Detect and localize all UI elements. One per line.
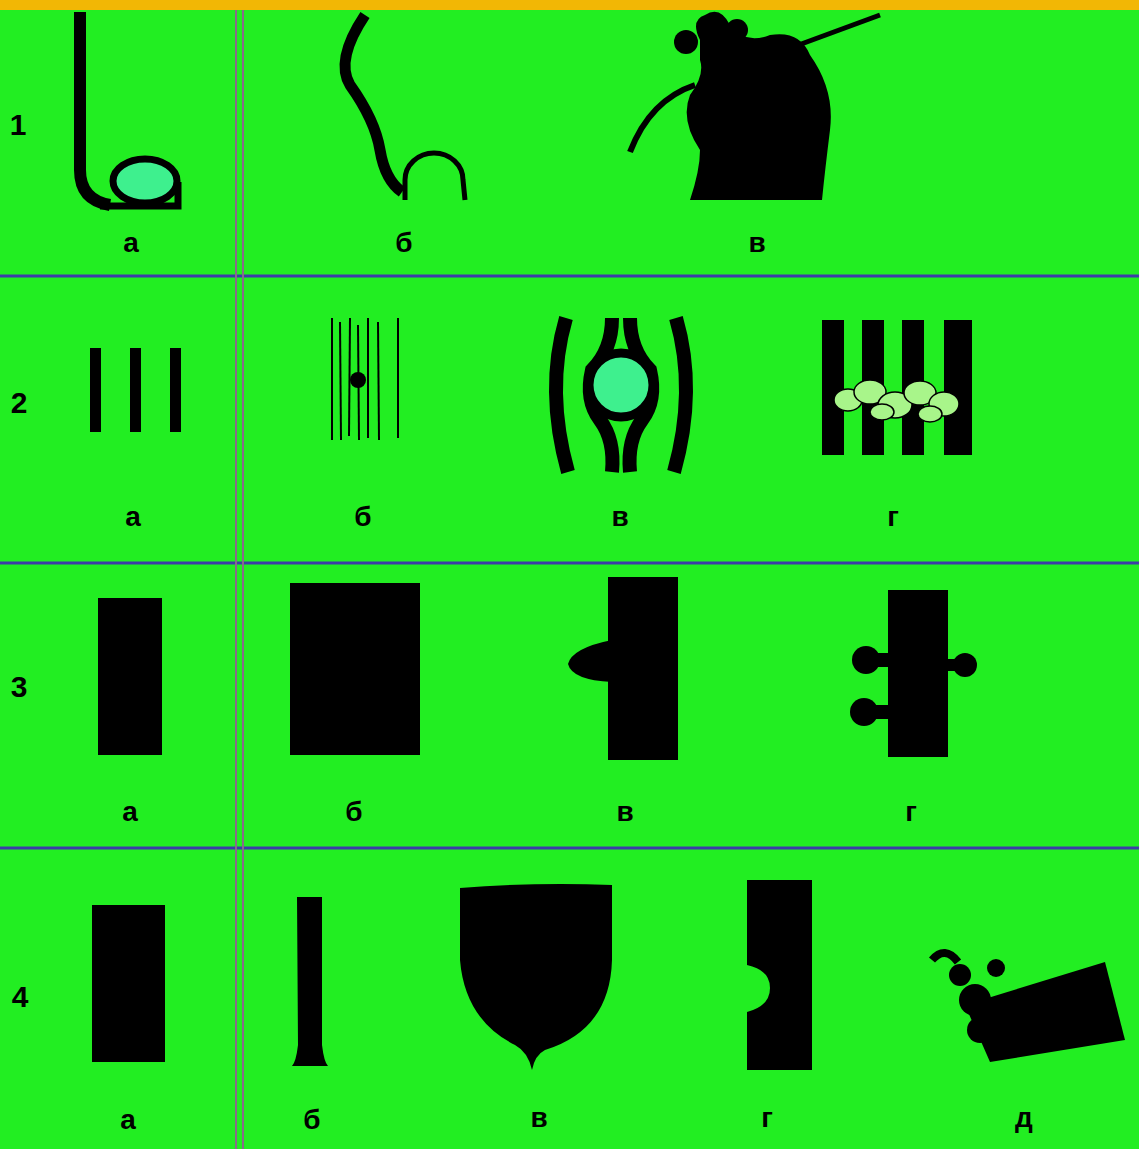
lobe — [959, 984, 991, 1016]
figure-2a — [90, 348, 181, 432]
leaf-base — [726, 19, 748, 41]
figure-letter: б — [345, 798, 362, 826]
stem-segment — [888, 590, 948, 757]
notched-stem — [747, 880, 812, 1070]
figure-letter: а — [122, 798, 138, 826]
strand — [944, 320, 972, 455]
strand — [170, 348, 181, 432]
bulb — [113, 159, 177, 203]
column-line — [242, 10, 244, 1149]
stem-segment — [608, 577, 678, 760]
figure-3 — [98, 577, 977, 760]
tendril — [932, 953, 958, 962]
outgrowth — [850, 698, 878, 726]
lobe — [949, 964, 971, 986]
row-number: 1 — [10, 110, 27, 140]
strand — [130, 348, 141, 432]
stem-segment — [290, 583, 420, 755]
row-dividers — [0, 276, 1139, 848]
stem — [345, 15, 402, 192]
top-bar — [0, 0, 1139, 10]
outgrowth — [953, 653, 977, 677]
strand — [90, 348, 101, 432]
figure-letter: в — [616, 798, 633, 826]
leaf-line — [630, 85, 695, 152]
figure-letter: б — [303, 1106, 320, 1134]
figure-2b — [332, 318, 398, 440]
figure-letter: в — [748, 229, 765, 257]
column-divider — [236, 10, 243, 1149]
strand — [822, 320, 844, 455]
growth-lobe — [870, 404, 894, 420]
figure-letter: г — [887, 503, 899, 531]
growth-lobe — [918, 406, 942, 422]
swelling — [589, 353, 653, 417]
row-number: 4 — [12, 982, 29, 1012]
row-number: 3 — [11, 672, 28, 702]
strand — [331, 318, 333, 440]
figure-1v — [630, 12, 880, 200]
thickened-stem — [460, 884, 612, 1070]
figure-letter: в — [530, 1104, 547, 1132]
column-line — [235, 10, 237, 1149]
thin-stem — [292, 897, 328, 1066]
strand — [340, 322, 341, 440]
outgrowth — [852, 646, 880, 674]
tilted-segment — [965, 962, 1125, 1062]
leaf-line — [785, 15, 880, 50]
strand — [367, 318, 369, 438]
row-divider — [0, 847, 1139, 850]
stem-segment — [98, 598, 162, 755]
hook — [405, 153, 465, 200]
lobe — [987, 959, 1005, 977]
figure-letter: б — [395, 229, 412, 257]
figure-2v — [556, 318, 686, 472]
leaf-base — [702, 44, 724, 66]
dot — [350, 372, 366, 388]
figure-2g — [822, 320, 972, 455]
outgrowth — [568, 640, 612, 682]
strand — [397, 318, 399, 438]
figure-letter: г — [905, 798, 917, 826]
figure-letter: д — [1015, 1104, 1033, 1132]
row-divider — [0, 275, 1139, 278]
strand — [349, 318, 350, 436]
row-divider — [0, 562, 1139, 565]
figure-letter: в — [611, 503, 628, 531]
strand — [674, 318, 686, 472]
growth — [834, 380, 959, 422]
figure-letter: а — [123, 229, 139, 257]
stem — [80, 12, 110, 205]
figure-letter: б — [354, 503, 371, 531]
figure-letter: г — [761, 1104, 773, 1132]
strand — [378, 322, 379, 440]
figure-4 — [92, 880, 1125, 1070]
stem-segment — [92, 905, 165, 1062]
strand — [556, 318, 568, 472]
figure-1b — [345, 15, 465, 200]
figure-letter: а — [120, 1106, 136, 1134]
figure-1a — [80, 12, 178, 206]
leaf-base — [674, 30, 698, 54]
lobe — [967, 1017, 993, 1043]
row-number: 2 — [11, 388, 28, 418]
figure-letter: а — [125, 503, 141, 531]
